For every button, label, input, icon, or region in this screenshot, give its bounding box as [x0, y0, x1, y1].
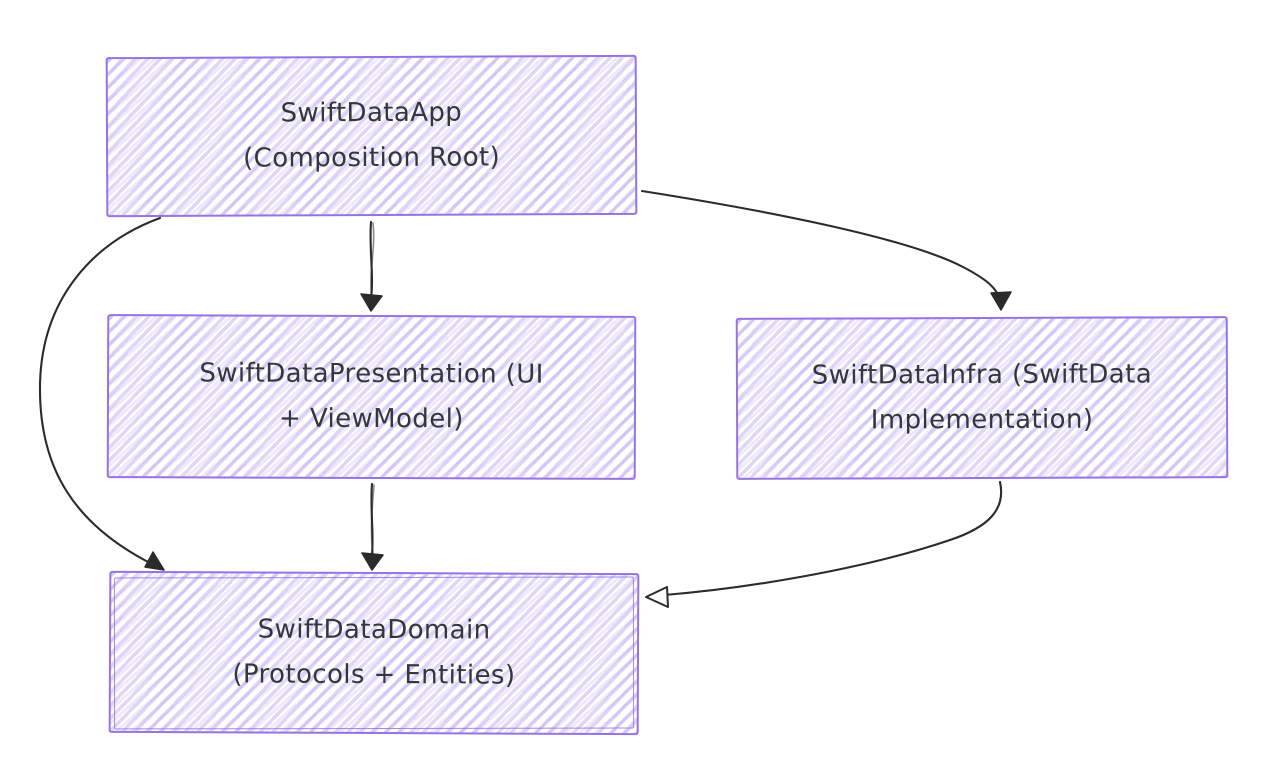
- node-swiftdata-presentation-line2: + ViewModel): [278, 403, 464, 435]
- arrow-app-to-infra: [640, 189, 1002, 302]
- node-swiftdata-presentation: SwiftDataPresentation (UI + ViewModel): [106, 314, 637, 480]
- arrow-presentation-to-domain: [370, 482, 374, 556]
- node-swiftdata-infra-line1: SwiftDataInfra (SwiftData: [811, 359, 1153, 391]
- node-swiftdata-app: SwiftDataApp (Composition Root): [105, 54, 638, 218]
- node-swiftdata-infra-line2: Implementation): [870, 404, 1094, 436]
- arrowhead-presentation-to-domain: [361, 552, 384, 571]
- arrowhead-app-to-infra: [990, 291, 1012, 311]
- arrow-infra-to-domain: [662, 480, 1003, 597]
- arrowhead-app-to-presentation: [360, 293, 383, 312]
- arrowhead-app-to-domain: [144, 551, 165, 571]
- node-swiftdata-app-line2: (Composition Root): [243, 142, 501, 174]
- node-swiftdata-infra: SwiftDataInfra (SwiftData Implementation…: [735, 316, 1229, 480]
- arrow-app-to-presentation-sketch: [370, 222, 375, 298]
- node-swiftdata-domain: SwiftDataDomain (Protocols + Entities): [108, 570, 640, 736]
- node-swiftdata-presentation-line1: SwiftDataPresentation (UI: [199, 358, 544, 390]
- arrowhead-infra-to-domain: [645, 586, 669, 608]
- node-swiftdata-app-line1: SwiftDataApp: [280, 97, 463, 129]
- node-swiftdata-domain-line2: (Protocols + Entities): [232, 659, 516, 691]
- arrow-app-to-presentation: [369, 220, 374, 300]
- node-swiftdata-domain-line1: SwiftDataDomain: [257, 614, 491, 646]
- arrow-presentation-to-domain-sketch: [370, 484, 375, 554]
